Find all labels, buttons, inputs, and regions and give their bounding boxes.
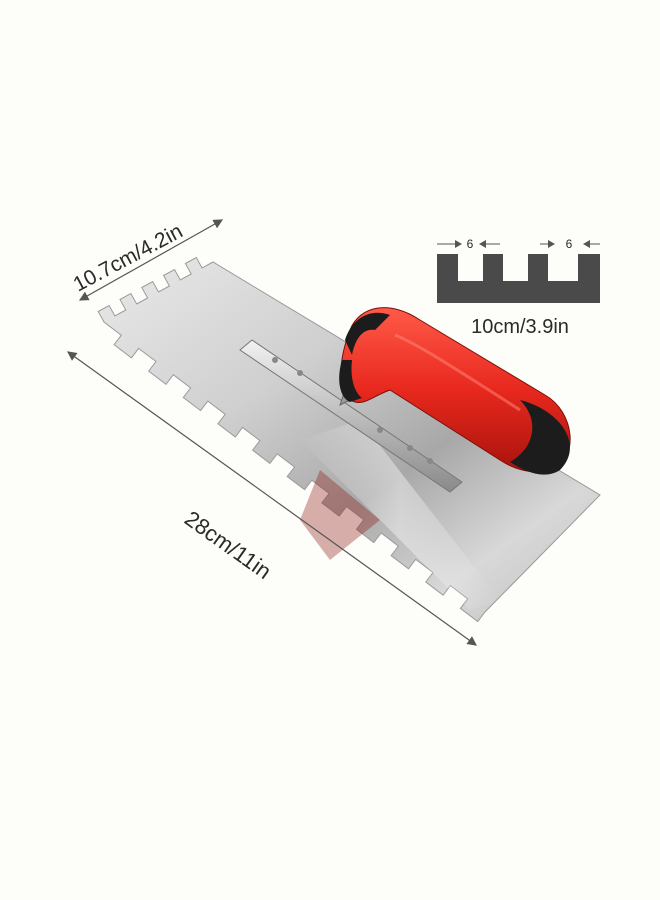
notch-gap-right-label: 6 (566, 237, 573, 251)
notch-gap-left-label: 6 (467, 237, 474, 251)
length-label: 28cm/11in (180, 506, 276, 584)
notch-profile: 6 6 10cm/3.9in (437, 237, 600, 338)
handle-length-label: 10cm/3.9in (471, 316, 569, 338)
